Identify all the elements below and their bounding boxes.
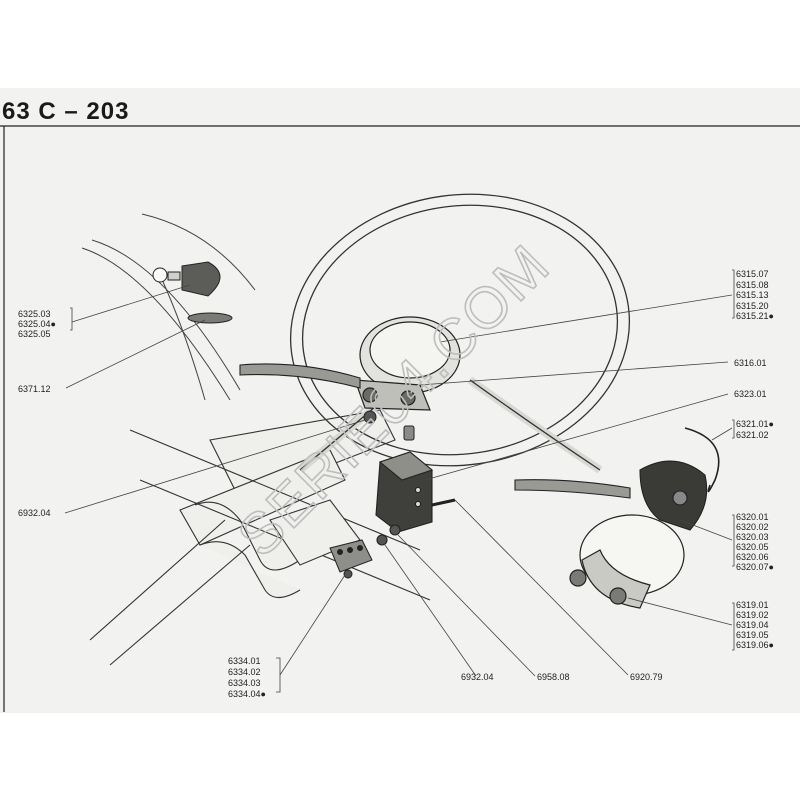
leader-lines [64, 269, 735, 693]
callout-6316-01: 6316.01 [734, 358, 767, 368]
page-title: 63 C – 203 [2, 98, 130, 125]
callout-6325-05: 6325.05 [18, 329, 51, 339]
callout-6319-01: 6319.01 [736, 600, 769, 610]
callout-6932-04-bottom: 6932.04 [461, 672, 494, 682]
hub-fasteners [363, 410, 415, 441]
callout-6334-03: 6334.03 [228, 678, 261, 688]
callout-6334-04: 6334.04● [228, 689, 266, 699]
diagram-frame [0, 125, 800, 712]
return-spring [684, 427, 720, 493]
callout-6932-04-left: 6932.04 [18, 508, 51, 518]
indicator-lever-left [239, 363, 361, 389]
callout-6321-02: 6321.02 [736, 430, 769, 440]
callout-6320-02: 6320.02 [736, 522, 769, 532]
dashboard-outline [81, 213, 256, 401]
callout-6334-02: 6334.02 [228, 667, 261, 677]
callout-6315-20: 6315.20 [736, 301, 769, 311]
switch-block [375, 451, 456, 546]
callout-6315-07: 6315.07 [736, 269, 769, 279]
callout-6920-79: 6920.79 [630, 672, 663, 682]
callout-6320-05: 6320.05 [736, 542, 769, 552]
callout-6319-06: 6319.06● [736, 640, 774, 650]
callout-6323-01: 6323.01 [734, 389, 767, 399]
callout-6315-21: 6315.21● [736, 311, 774, 321]
callout-6334-01: 6334.01 [228, 656, 261, 666]
callout-6371-12: 6371.12 [18, 384, 51, 394]
callout-6319-02: 6319.02 [736, 610, 769, 620]
callout-6319-04: 6319.04 [736, 620, 769, 630]
callout-6319-05: 6319.05 [736, 630, 769, 640]
callout-6325-04: 6325.04● [18, 319, 56, 329]
callout-6315-08: 6315.08 [736, 280, 769, 290]
callout-6315-13: 6315.13 [736, 290, 769, 300]
connector-block [329, 539, 373, 579]
callout-6321-01: 6321.01● [736, 419, 774, 429]
callout-6958-08: 6958.08 [537, 672, 570, 682]
callout-6325-03: 6325.03 [18, 309, 51, 319]
switch-housing [569, 514, 685, 609]
warning-lamp [152, 261, 233, 324]
steering-hub [354, 316, 461, 411]
callout-6320-06: 6320.06 [736, 552, 769, 562]
back-plate [639, 460, 708, 531]
callout-6320-03: 6320.03 [736, 532, 769, 542]
callout-labels: 6325.03 6325.04● 6325.05 6371.12 6932.04… [18, 269, 774, 699]
callout-6320-01: 6320.01 [736, 512, 769, 522]
indicator-lever-right [514, 479, 631, 499]
callout-6320-07: 6320.07● [736, 562, 774, 572]
